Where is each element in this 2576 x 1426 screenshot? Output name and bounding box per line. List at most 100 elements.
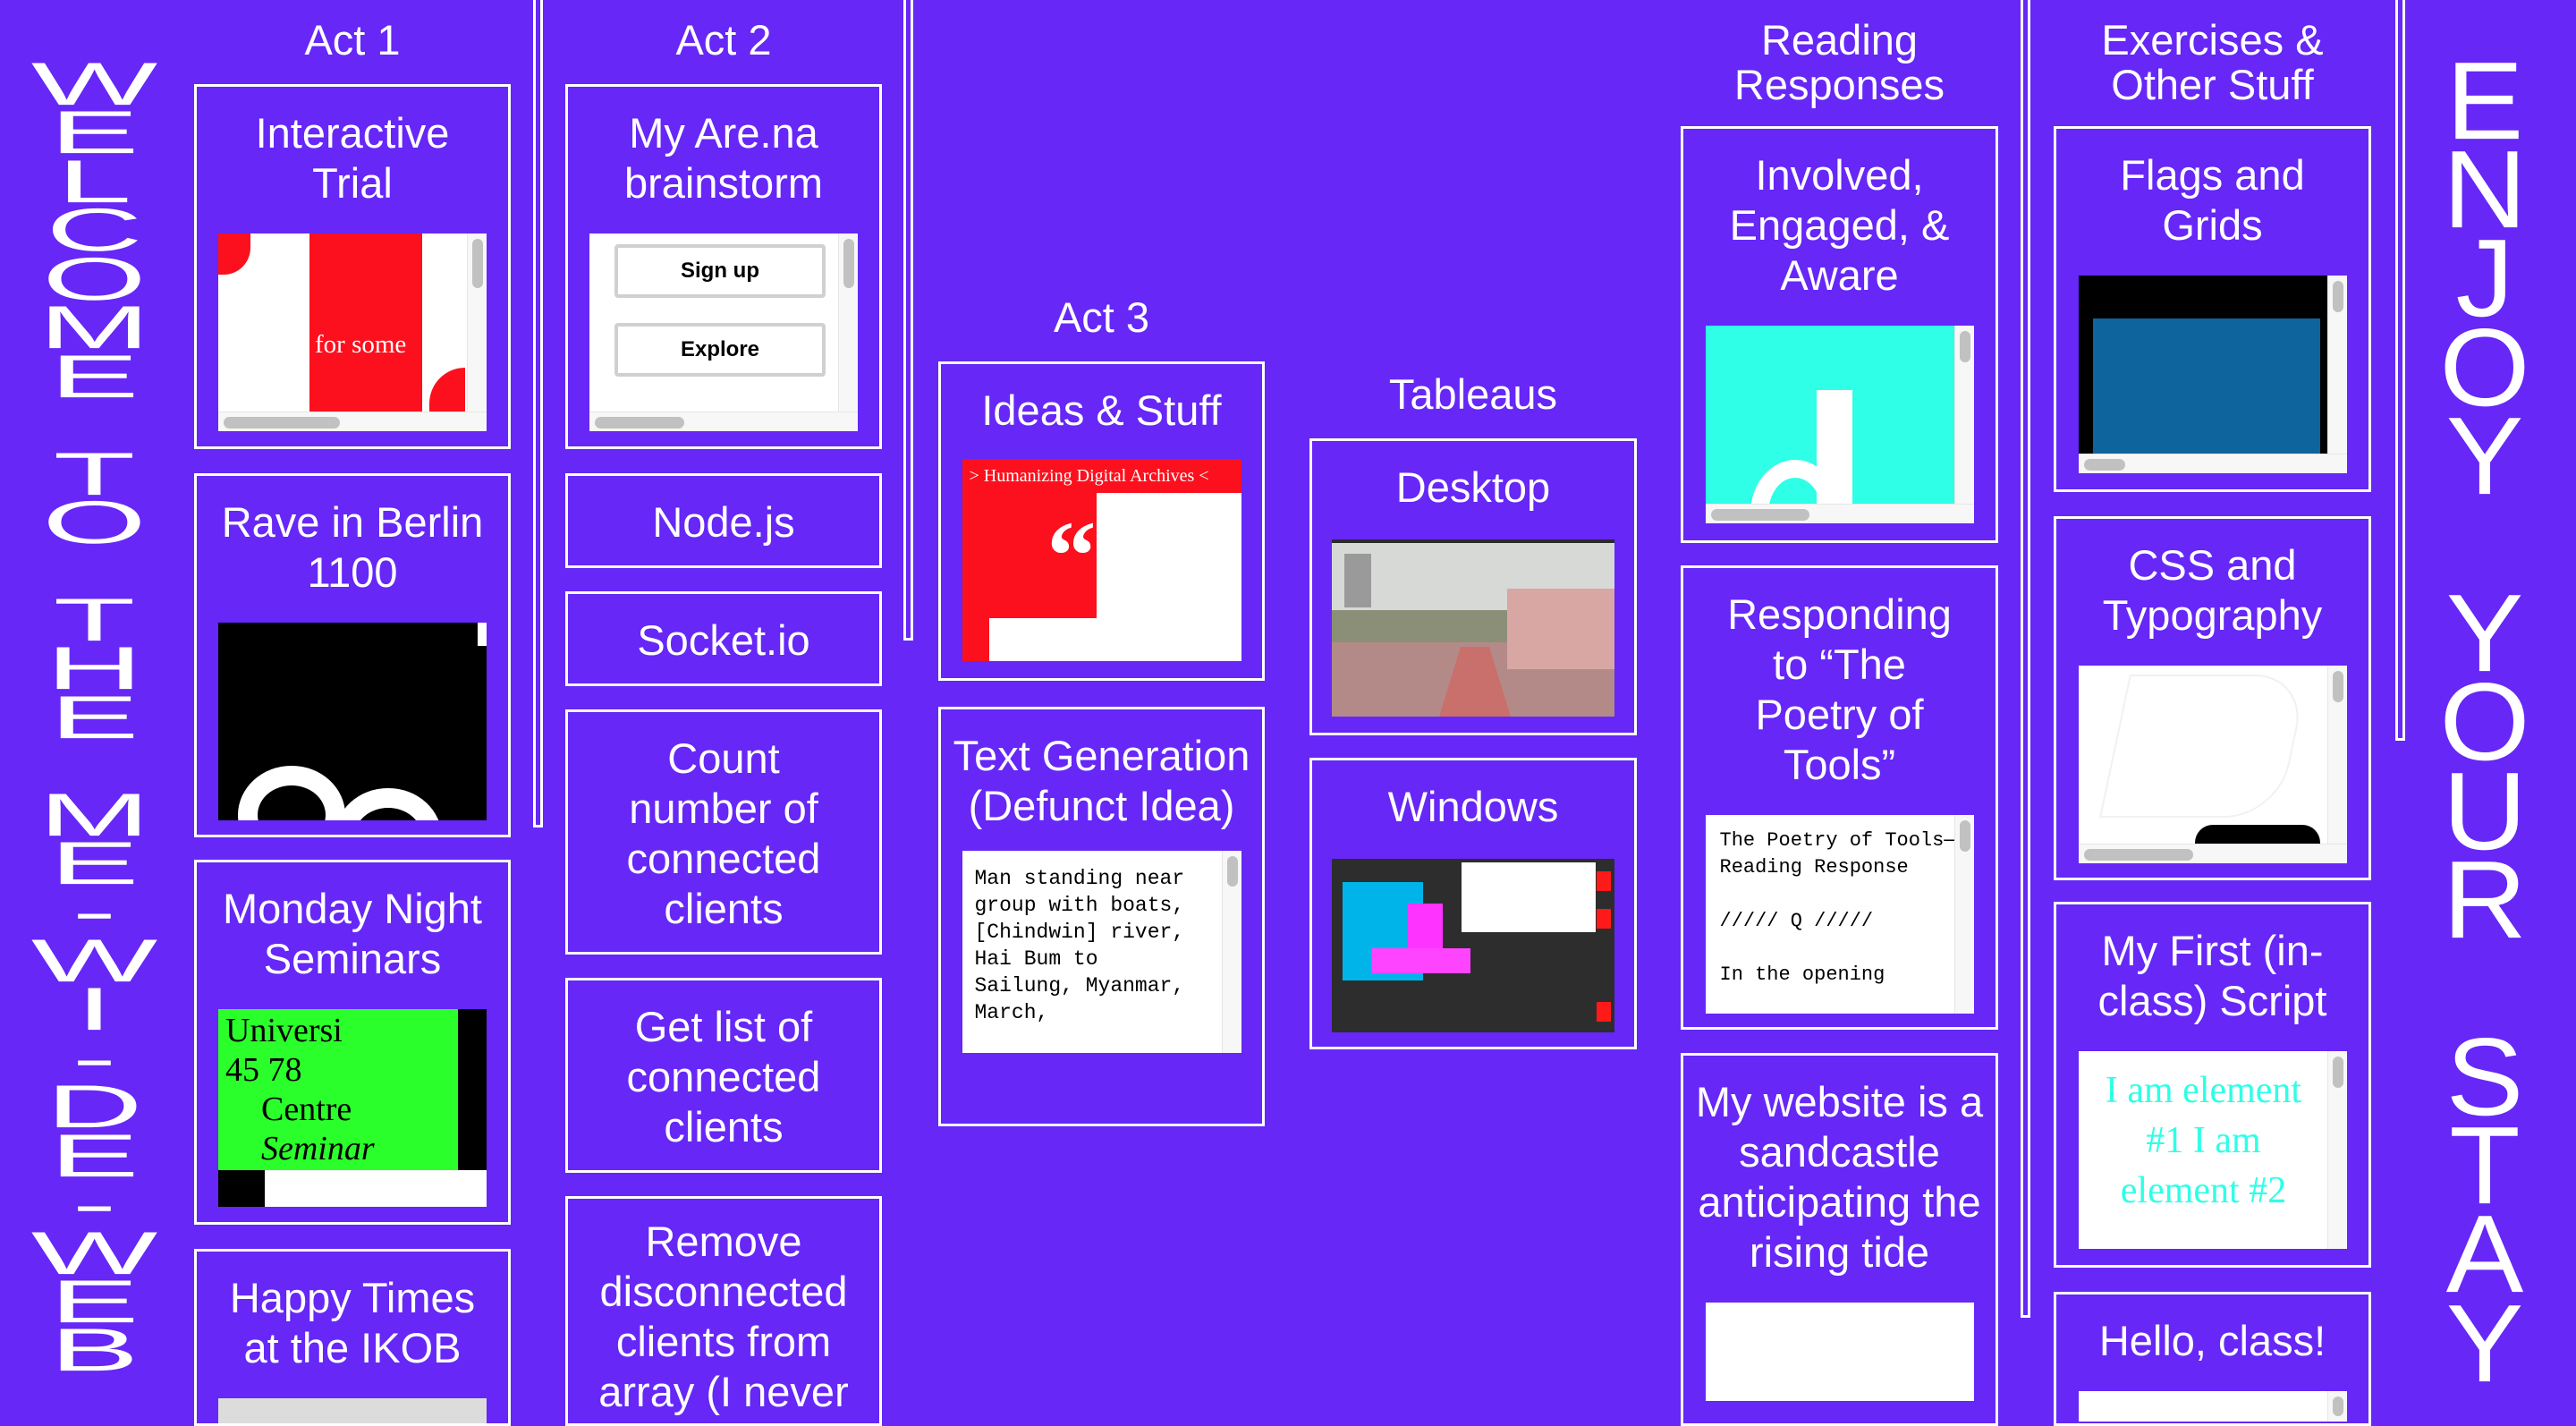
- preview-text: Man standing near group with boats, [Chi…: [974, 867, 1197, 1024]
- title-letter: S: [2445, 1014, 2524, 1139]
- card-title: Windows: [1387, 783, 1559, 830]
- card-hello-class[interactable]: Hello, class!: [2054, 1292, 2371, 1426]
- scrollbar[interactable]: [2078, 844, 2347, 863]
- card-title: Get list of connected clients: [626, 1003, 821, 1150]
- card-interactive-trial[interactable]: Interactive Trial for some: [194, 84, 511, 449]
- preview-thumbnail[interactable]: Sign up Explore: [589, 233, 858, 431]
- card-title: Rave in Berlin 1100: [221, 498, 484, 596]
- title-letter: I: [75, 975, 114, 1043]
- column-heading-tableaus: Tableaus: [1388, 370, 1558, 418]
- title-letter: W: [30, 49, 158, 118]
- card-involved-engaged-aware[interactable]: Involved, Engaged, & Aware: [1681, 126, 1998, 543]
- preview-thumbnail[interactable]: for some: [218, 233, 487, 431]
- card-title: Hello, class!: [2098, 1317, 2326, 1364]
- preview-thumbnail[interactable]: [2078, 666, 2347, 863]
- scrollbar[interactable]: [1953, 815, 1974, 1014]
- card-title: My website is a sandcastle anticipating …: [1695, 1078, 1984, 1276]
- card-title: Ideas & Stuff: [981, 386, 1222, 434]
- preview-text: The Poetry of Tools—Reading Response ///…: [1719, 829, 1956, 986]
- card-windows[interactable]: Windows: [1309, 758, 1637, 1049]
- card-first-script[interactable]: My First (in-class) Script I am element …: [2054, 902, 2371, 1268]
- card-css-typography[interactable]: CSS and Typography: [2054, 516, 2371, 880]
- card-website-sandcastle[interactable]: My website is a sandcastle anticipating …: [1681, 1053, 1998, 1426]
- card-text-generation[interactable]: Text Generation (Defunct Idea) Man stand…: [938, 707, 1265, 1126]
- preview-thumbnail[interactable]: [2078, 276, 2347, 473]
- scrollbar[interactable]: [467, 233, 487, 431]
- title-letter: J: [2455, 216, 2514, 341]
- column-heading-act-3: Act 3: [1053, 293, 1150, 341]
- card-title: Text Generation (Defunct Idea): [953, 732, 1250, 829]
- card-get-list-clients[interactable]: Get list of connected clients: [565, 978, 882, 1173]
- preview-text: Universi: [225, 1012, 343, 1049]
- title-letter: T: [2449, 1103, 2521, 1227]
- title-letter: A: [2445, 1192, 2524, 1317]
- preview-thumbnail[interactable]: [2078, 1391, 2347, 1422]
- scrollbar[interactable]: [218, 412, 487, 431]
- title-letter: [16, 395, 173, 417]
- card-happy-times[interactable]: Happy Times at the IKOB: [194, 1249, 511, 1426]
- preview-text: > Humanizing Digital Archives <: [962, 459, 1241, 493]
- scrollbar[interactable]: [2326, 276, 2347, 473]
- title-letter: Y: [2445, 1280, 2524, 1405]
- card-title: Monday Night Seminars: [223, 885, 482, 982]
- preview-text: for some: [315, 330, 407, 359]
- title-letter: [2431, 933, 2538, 1017]
- title-letter: -: [72, 1169, 117, 1238]
- card-flags-and-grids[interactable]: Flags and Grids: [2054, 126, 2371, 492]
- title-letter: W: [30, 926, 158, 995]
- preview-thumbnail[interactable]: Universi 45 78 Centre Seminar: [218, 1009, 487, 1207]
- title-letter: E: [49, 1267, 140, 1336]
- scrollbar[interactable]: [838, 233, 858, 431]
- title-letter: E: [49, 98, 140, 167]
- card-remove-clients[interactable]: Remove disconnected clients from array (…: [565, 1196, 882, 1426]
- scrollbar[interactable]: [2326, 666, 2347, 863]
- card-title: Happy Times at the IKOB: [229, 1274, 476, 1371]
- preview-thumbnail[interactable]: [218, 1398, 487, 1423]
- column-heading-act-2: Act 2: [675, 16, 772, 64]
- card-ideas-and-stuff[interactable]: Ideas & Stuff > Humanizing Digital Archi…: [938, 361, 1265, 681]
- column-heading-reading-responses: Reading Responses: [1733, 16, 1945, 108]
- card-count-clients[interactable]: Count number of connected clients: [565, 709, 882, 955]
- preview-thumbnail[interactable]: [1332, 859, 1614, 1032]
- preview-thumbnail[interactable]: > Humanizing Digital Archives < “: [962, 459, 1241, 661]
- title-letter: O: [2439, 659, 2530, 785]
- preview-thumbnail[interactable]: Man standing near group with boats, [Chi…: [962, 851, 1241, 1053]
- card-nodejs[interactable]: Node.js: [565, 473, 882, 568]
- card-title: Flags and Grids: [2120, 151, 2305, 249]
- scrollbar[interactable]: [1221, 851, 1241, 1053]
- card-title: Interactive Trial: [255, 109, 450, 207]
- title-letter: E: [2445, 38, 2524, 163]
- scrollbar[interactable]: [589, 412, 858, 431]
- column-divider: [2021, 0, 2030, 1318]
- scrollbar[interactable]: [2326, 1051, 2347, 1249]
- title-letter: O: [42, 244, 147, 313]
- preview-thumbnail[interactable]: I am element #1 I am element #2: [2078, 1051, 2347, 1249]
- explore-button[interactable]: Explore: [614, 323, 826, 377]
- scrollbar[interactable]: [2078, 454, 2347, 473]
- scrollbar[interactable]: [2326, 1391, 2347, 1422]
- card-desktop[interactable]: Desktop: [1309, 438, 1637, 735]
- column-divider: [533, 0, 543, 828]
- title-letter: R: [2443, 836, 2527, 962]
- title-letter: T: [53, 585, 136, 654]
- scrollbar[interactable]: [1953, 326, 1974, 523]
- title-letter: [16, 735, 173, 758]
- sign-up-button[interactable]: Sign up: [614, 244, 826, 298]
- preview-thumbnail[interactable]: [1332, 539, 1614, 717]
- preview-text: Seminar: [261, 1130, 375, 1167]
- scrollbar[interactable]: [1705, 504, 1974, 523]
- card-poetry-of-tools[interactable]: Responding to “The Poetry of Tools” The …: [1681, 565, 1998, 1030]
- title-letter: N: [2443, 127, 2527, 251]
- card-arena-brainstorm[interactable]: My Are.na brainstorm Sign up Explore: [565, 84, 882, 449]
- preview-thumbnail[interactable]: [1705, 1303, 1974, 1401]
- card-monday-night-seminars[interactable]: Monday Night Seminars Universi 45 78 Cen…: [194, 860, 511, 1225]
- card-title: Count number of connected clients: [626, 734, 821, 932]
- preview-thumbnail[interactable]: [1705, 326, 1974, 523]
- card-rave-in-berlin[interactable]: Rave in Berlin 1100: [194, 473, 511, 837]
- title-letter: -: [72, 1023, 117, 1092]
- preview-thumbnail[interactable]: The Poetry of Tools—Reading Response ///…: [1705, 815, 1974, 1014]
- card-socketio[interactable]: Socket.io: [565, 591, 882, 686]
- preview-thumbnail[interactable]: [218, 623, 487, 820]
